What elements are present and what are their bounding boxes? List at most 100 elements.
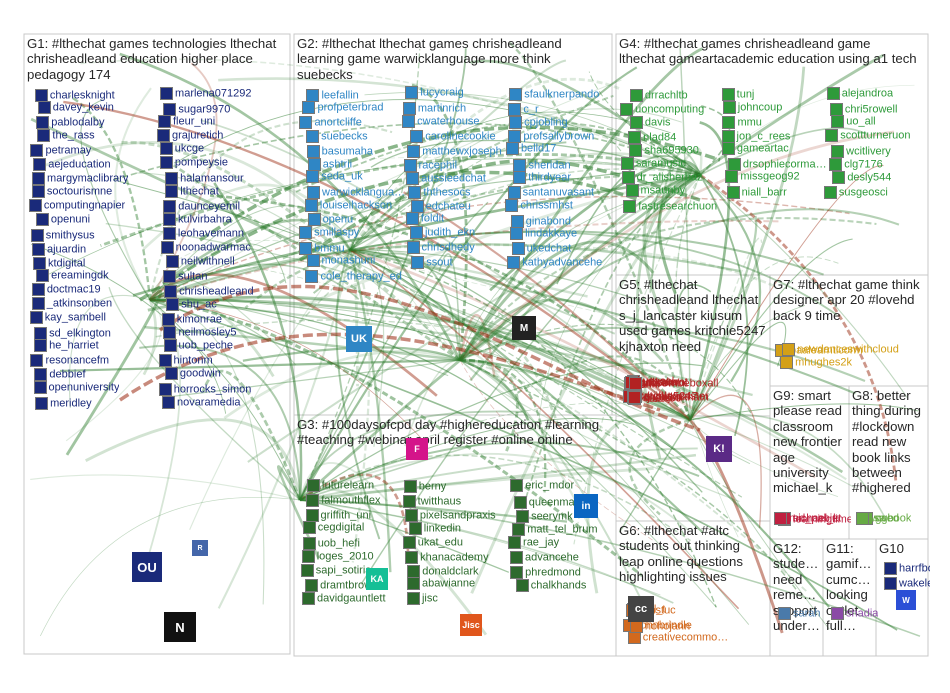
node-edchateu[interactable]: edchateu [410, 199, 471, 213]
node-martinrich[interactable]: martinrich [402, 102, 466, 116]
node-chrissmhst[interactable]: chrissmhst [505, 199, 573, 213]
monashuni-logo[interactable]: M [512, 316, 536, 340]
node-daunceyemil[interactable]: daunceyemil [163, 199, 240, 213]
node-seda-uk[interactable]: seda_uk [306, 170, 363, 184]
node-susgeosci[interactable]: susgeosci [823, 186, 888, 200]
node-grajuretich[interactable]: grajuretich [157, 129, 223, 143]
node-thirdyear[interactable]: thirdyear [513, 171, 571, 185]
node-wcitlivery[interactable]: wcitlivery [831, 144, 891, 158]
node-cegdigital[interactable]: cegdigital [302, 521, 364, 535]
node-meridley[interactable]: meridley [35, 396, 92, 410]
node-advancehe[interactable]: advancehe [510, 551, 579, 565]
node-missgeog92[interactable]: missgeog92 [725, 170, 800, 184]
node-foldit[interactable]: foldit [405, 212, 444, 226]
node-charlesknight[interactable]: charlesknight [34, 88, 115, 102]
node-dr-alisherbaz[interactable]: dr_alisherbaz [621, 171, 703, 185]
node-dramtbrown[interactable]: dramtbrown [305, 579, 378, 593]
node-jisc[interactable]: jisc [406, 591, 438, 605]
node-racephil[interactable]: racephil [403, 158, 457, 172]
node-annajkirkham[interactable]: annajkirkham [628, 390, 709, 404]
node-monashuni[interactable]: monashuni [306, 254, 375, 268]
node-smillaspy[interactable]: smillaspy [299, 226, 359, 240]
node-rae-jay[interactable]: rae_jay [508, 535, 559, 549]
node-uo-all[interactable]: uo_all [831, 114, 876, 128]
node-seerymk[interactable]: seerymk [516, 509, 573, 523]
node-bmmu[interactable]: bmmu [299, 241, 345, 255]
node-ssout[interactable]: ssout [411, 256, 453, 270]
node-novaramedia[interactable]: novaramedia [161, 395, 241, 409]
node-nlad84[interactable]: nlad84 [628, 130, 676, 144]
node-leefallin[interactable]: leefallin [306, 88, 359, 102]
node--atkinsonben[interactable]: _atkinsonben [31, 297, 112, 311]
node-neilmosley5[interactable]: neilmosley5 [163, 325, 237, 339]
khanacademy-logo[interactable]: KA [366, 568, 388, 590]
node-futurelearn[interactable]: futurelearn [306, 479, 374, 493]
node-basumaha[interactable]: basumaha [306, 144, 373, 158]
node-kulvirbahra[interactable]: kulvirbahra [162, 212, 232, 226]
node-ththesocs[interactable]: ththesocs [408, 185, 471, 199]
node-sapi-sotiria[interactable]: sapi_sotiria [300, 563, 371, 577]
node-twitthaus[interactable]: twitthaus [402, 494, 461, 508]
node-harrfborne[interactable]: harrfborne [884, 562, 930, 576]
creativecommons-logo[interactable]: cc [628, 596, 654, 622]
node-cpjobling[interactable]: cpjobling [509, 116, 568, 130]
node-johncoup[interactable]: johncoup [722, 101, 782, 115]
node-saramusic[interactable]: saramusic [620, 156, 686, 170]
node-kathyadvancehe[interactable]: kathyadvancehe [507, 255, 602, 269]
novaramedia-logo[interactable]: N [164, 612, 196, 642]
node-aejeducation[interactable]: aejeducation [33, 157, 111, 171]
linkedin-logo[interactable]: in [574, 494, 598, 518]
node-halamansour[interactable]: halamansour [165, 172, 244, 186]
node-ktdigital[interactable]: ktdigital [33, 256, 85, 270]
node-falmouthflex[interactable]: falmouthflex [306, 493, 381, 507]
node-scottturneruon[interactable]: scottturneruon [825, 129, 911, 143]
node-margymaclibrary[interactable]: margymaclibrary [32, 172, 128, 186]
node-clg7176[interactable]: clg7176 [829, 158, 883, 172]
node-phredmond[interactable]: phredmond [510, 565, 581, 579]
node-ginabond[interactable]: ginabond [510, 214, 571, 228]
node-uoncomputing[interactable]: uoncomputing [620, 102, 704, 116]
node-sheridan[interactable]: sheridan [513, 158, 571, 172]
node-drrachltb[interactable]: drrachltb [629, 88, 688, 102]
node-queenmary[interactable]: queenmary [513, 495, 584, 509]
node-khanacademy[interactable]: khanacademy [405, 551, 489, 565]
node-doctmac19[interactable]: doctmac19 [31, 282, 101, 296]
node-sugar9970[interactable]: sugar9970 [163, 102, 230, 116]
node-matthewxjoseph[interactable]: matthewxjoseph [407, 144, 502, 158]
kahoot-logo[interactable]: K! [706, 436, 732, 462]
node-ukat-edu[interactable]: ukat_edu [402, 535, 463, 549]
node-donaldclark[interactable]: donaldclark [407, 564, 479, 578]
node-mmu[interactable]: mmu [722, 115, 762, 129]
node-sultan[interactable]: sultan [163, 270, 207, 284]
node-loges-2010[interactable]: loges_2010 [301, 550, 374, 564]
node-hintonm[interactable]: hintonm [158, 354, 213, 368]
node-fleur-uni[interactable]: fleur_uni [157, 114, 215, 128]
node-matt-tel-brum[interactable]: matt_tel_brum [512, 522, 598, 536]
node-ajuardin[interactable]: ajuardin [31, 242, 86, 256]
node-niall-barr[interactable]: niall_barr [726, 185, 787, 199]
openuniversity-logo[interactable]: OU [132, 552, 162, 582]
wakelet-logo[interactable]: W [896, 590, 916, 610]
node-pablodalby[interactable]: pablodalby [36, 115, 105, 129]
node-acoombeboxall[interactable]: acoombeboxall [629, 376, 718, 390]
node-creativecommo-[interactable]: creativecommo… [627, 631, 728, 645]
node-resonancefm[interactable]: resonancefm [30, 354, 109, 367]
node-pixelsandpraxis[interactable]: pixelsandpraxis [404, 508, 496, 522]
node-drsophiecorma-[interactable]: drsophiecorma… [727, 157, 827, 171]
node-kay-sambell[interactable]: kay_sambell [29, 310, 106, 324]
node-fastresearchuon[interactable]: fastresearchuon [623, 199, 717, 213]
node-chrisdhedy[interactable]: chrisdhedy [406, 240, 475, 254]
node-eric-mdor[interactable]: eric_mdor [510, 479, 574, 492]
node-chri5rowell[interactable]: chri5rowell [829, 102, 897, 116]
node-santanuvasant[interactable]: santanuvasant [507, 185, 594, 199]
node-desly544[interactable]: desly544 [832, 171, 891, 185]
node-petramay[interactable]: petramay [30, 144, 91, 158]
futurelearn-logo[interactable]: F [406, 438, 428, 460]
node-lindakkaye[interactable]: lindakkaye [510, 227, 577, 241]
node-ukcge[interactable]: ukcge [159, 142, 204, 156]
node-openuniversity[interactable]: openuniversity [33, 380, 119, 394]
resonancefm-logo[interactable]: R [192, 540, 208, 556]
node-wwed[interactable]: wwed [855, 511, 899, 525]
node-ashtrii[interactable]: ashtrii [307, 158, 352, 172]
node-davey-kevin[interactable]: davey_kevin [37, 100, 114, 114]
